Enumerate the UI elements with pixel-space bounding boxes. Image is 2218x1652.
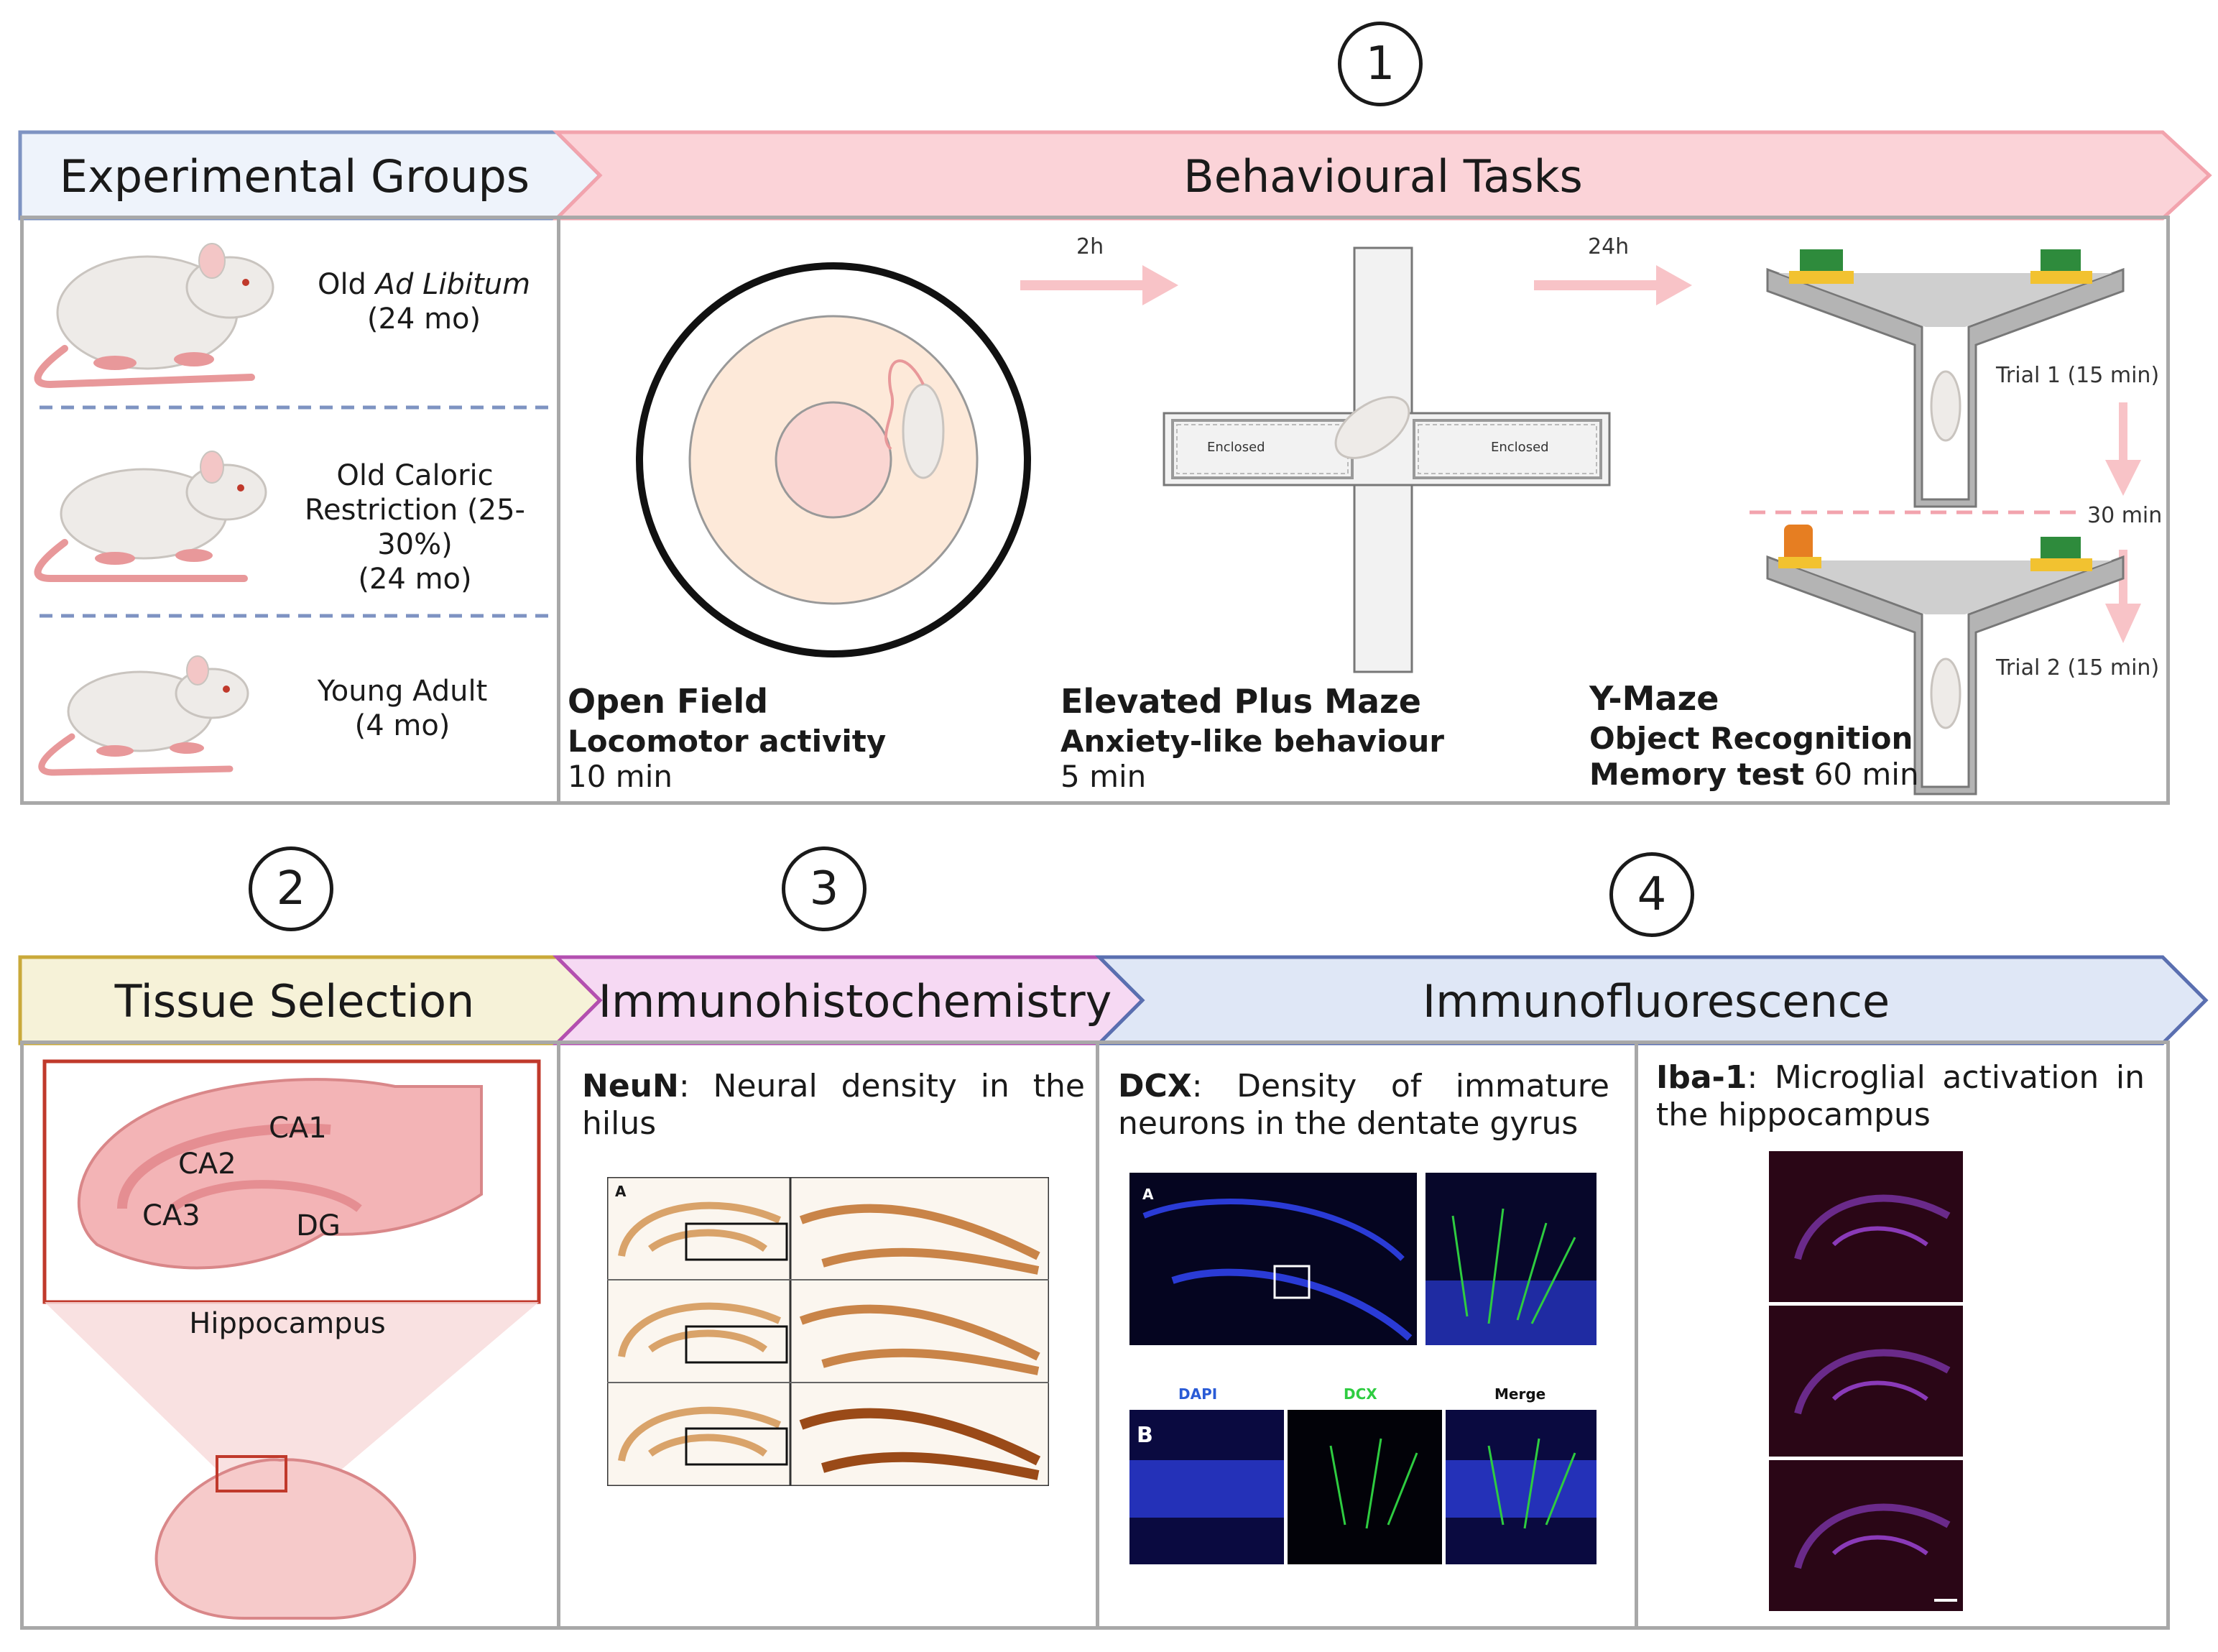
arrow-2h-label: 2h: [1076, 234, 1104, 259]
dcx-panel-a-label: A: [1142, 1186, 1154, 1203]
arrow-24h: [1534, 265, 1692, 305]
ymaze-title: Y-Maze: [1589, 679, 1719, 718]
arrow-trial1-to-interval: [2105, 402, 2141, 496]
open-field-duration: 10 min: [568, 759, 673, 794]
dcx-micrographs: [1129, 1173, 1597, 1564]
immunofluorescence-title: Immunofluorescence: [1422, 974, 1890, 1028]
tissue-illustration: [42, 1059, 541, 1620]
ymaze-trial-1-label: Trial 1 (15 min): [1996, 363, 2160, 388]
iba1-description: Iba-1: Microglial activation in the hipp…: [1656, 1059, 2145, 1133]
dcx-panel-b-label: B: [1137, 1423, 1153, 1448]
ymaze-trial-2-label: Trial 2 (15 min): [1996, 655, 2160, 680]
iba1-micrographs: [1769, 1151, 1963, 1611]
behavioural-tasks-panel: [557, 216, 2170, 805]
zoom-funnel: [45, 1302, 539, 1503]
dapi-channel-label: DAPI: [1178, 1385, 1218, 1403]
hippocampus-caption: Hippocampus: [189, 1307, 386, 1340]
y-maze-trial-2: [1766, 525, 2125, 795]
dcx-channel-label: DCX: [1344, 1385, 1377, 1403]
step-3-badge: 3: [782, 846, 867, 931]
merge-channel-label: Merge: [1494, 1385, 1546, 1403]
old-rat-icon: [34, 243, 274, 389]
behavioural-task-illustrations: [636, 246, 2141, 795]
tissue-selection-title: Tissue Selection: [114, 974, 475, 1028]
tissue-ca1-label: CA1: [269, 1112, 327, 1145]
epm-duration: 5 min: [1061, 759, 1147, 794]
epm-subtitle: Anxiety-like behaviour: [1061, 724, 1445, 759]
tissue-ca3-label: CA3: [142, 1199, 200, 1232]
epm-title: Elevated Plus Maze: [1061, 682, 1421, 721]
tissue-ca2-label: CA2: [178, 1148, 236, 1181]
neun-description: NeuN: Neural density in the hilus: [582, 1068, 1085, 1142]
open-field-title: Open Field: [568, 682, 769, 721]
young-rat-icon: [38, 655, 249, 776]
ymaze-subtitle: Object Recognition: [1589, 721, 1913, 756]
brain-coronal-section: [154, 1458, 416, 1620]
tissue-dg-label: DG: [296, 1209, 341, 1242]
epm-enclosed-right-label: Enclosed: [1491, 440, 1549, 455]
open-field-arena: [636, 262, 1031, 657]
step-1-badge: 1: [1338, 22, 1423, 106]
group-old-caloric-restriction-label: Old Caloric Restriction (25-30%) (24 mo): [305, 459, 525, 596]
group-young-adult-label: Young Adult (4 mo): [317, 675, 488, 742]
experimental-groups-title: Experimental Groups: [59, 149, 530, 203]
dcx-description: DCX: Density of immature neurons in the …: [1118, 1068, 1609, 1142]
caloric-restriction-rat-icon: [34, 451, 267, 582]
step-4-badge: 4: [1609, 852, 1694, 937]
step-2-badge: 2: [249, 846, 333, 931]
neun-panel-a-label: A: [615, 1183, 627, 1200]
ymaze-duration: Memory test 60 min: [1589, 757, 1919, 792]
immunohistochemistry-title: Immunohistochemistry: [598, 974, 1112, 1028]
behavioural-tasks-title: Behavioural Tasks: [1183, 149, 1583, 203]
elevated-plus-maze: [1163, 246, 1611, 673]
group-illustrations: [34, 243, 553, 776]
iba1-panel: [1635, 1040, 2170, 1630]
arrow-24h-label: 24h: [1588, 234, 1630, 259]
epm-enclosed-left-label: Enclosed: [1207, 440, 1265, 455]
brain-roi-box: [216, 1455, 287, 1492]
arrow-2h: [1020, 265, 1178, 305]
ymaze-interval-label: 30 min: [2087, 503, 2163, 528]
neun-micrographs: [607, 1177, 1049, 1486]
open-field-subtitle: Locomotor activity: [568, 724, 887, 759]
y-maze-trial-1: [1766, 249, 2125, 508]
hippocampus-shape: [77, 1078, 483, 1270]
group-old-ad-libitum-label: Old Ad Libitum (24 mo): [317, 268, 531, 336]
